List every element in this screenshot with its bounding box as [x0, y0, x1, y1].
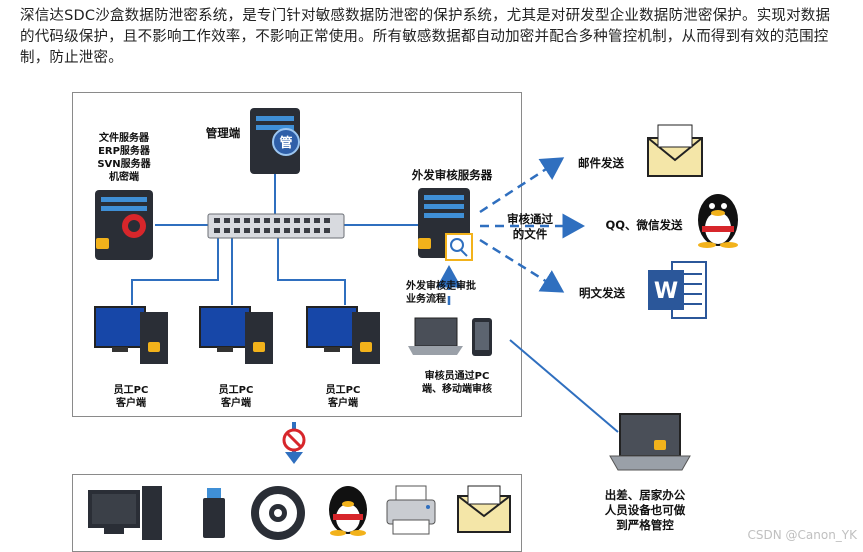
audit-server-label: 外发审核服务器: [411, 168, 493, 182]
qq-penguin-icon: [698, 194, 738, 248]
desktop-pc-icon: [88, 486, 162, 540]
management-server-icon: 管: [250, 108, 300, 174]
plaintext-send-label: 明文发送: [579, 286, 625, 300]
audit-server-icon: [418, 188, 473, 261]
reviewer-laptop-icon: [408, 317, 463, 355]
network-links: [131, 172, 619, 433]
employee-pc-label: 员工PC 客户端: [325, 385, 361, 409]
remote-office-label: 出差、居家办公 人员设备也可做 到严格管控: [604, 488, 686, 532]
network-switch-icon: [207, 213, 345, 239]
word-badge: W: [654, 279, 678, 304]
qq-penguin-icon: [329, 486, 367, 536]
employee-pc-label: 员工PC 客户端: [218, 385, 254, 409]
reviewer-phone-icon: [472, 318, 492, 356]
employee-pc-label: 员工PC 客户端: [113, 385, 149, 409]
email-send-label: 邮件发送: [578, 156, 624, 170]
watermark: CSDN @Canon_YK: [747, 528, 857, 542]
employee-pc-icon: [199, 306, 273, 364]
qq-wechat-send-label: QQ、微信发送: [605, 218, 683, 232]
intro-paragraph: 深信达SDC沙盒数据防泄密系统，是专门针对敏感数据防泄密的保护系统，尤其是对研发…: [20, 8, 831, 66]
printer-icon: [386, 485, 436, 535]
approved-files-label: 审核通过 的文件: [507, 212, 553, 241]
employee-pc-icon: [94, 306, 168, 364]
email-envelope-icon: [647, 124, 703, 177]
management-badge: 管: [279, 135, 292, 151]
file-server-icon: [95, 190, 153, 260]
word-document-icon: W: [648, 261, 707, 319]
reviewer-label: 审核员通过PC 端、移动端审核: [422, 371, 492, 395]
management-label: 管理端: [205, 126, 241, 140]
servers-label: 文件服务器 ERP服务器 SVN服务器 机密端: [97, 133, 151, 183]
cd-disc-icon: [251, 486, 305, 540]
outgoing-arrows: [436, 157, 585, 305]
email-envelope-icon: [457, 485, 511, 533]
approval-flow-label: 外发审核走审批 业务流程: [406, 281, 476, 305]
no-leak-icon: [282, 422, 306, 464]
usb-drive-icon: [203, 488, 225, 538]
remote-laptop-icon: [609, 413, 691, 471]
employee-pc-icon: [306, 306, 380, 364]
